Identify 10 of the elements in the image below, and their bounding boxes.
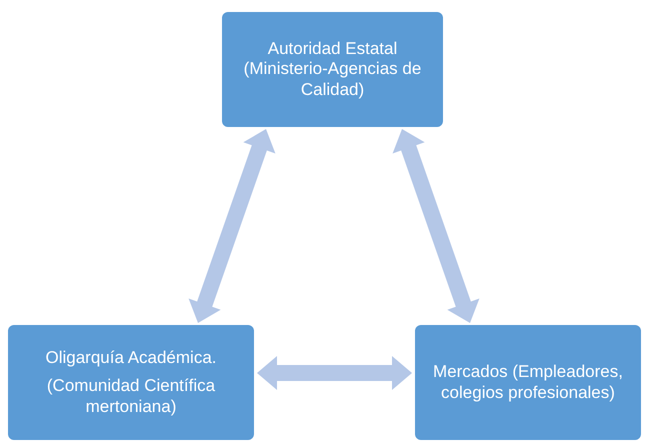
process-box: [415, 325, 641, 440]
double-arrow: [392, 129, 480, 323]
process-box: [222, 12, 443, 127]
double-arrow: [188, 129, 276, 323]
box-label: Autoridad Estatal (Ministerio-Agencias de Calidad): [242, 38, 422, 100]
process-box: [8, 325, 254, 440]
box-label: (Comunidad Científica mertoniana): [46, 376, 216, 418]
box-label: Mercados (Empleadores, colegios profesionales): [432, 362, 624, 403]
double-arrow: [257, 356, 412, 390]
box-label: Oligarquía Académica.: [45, 348, 217, 368]
